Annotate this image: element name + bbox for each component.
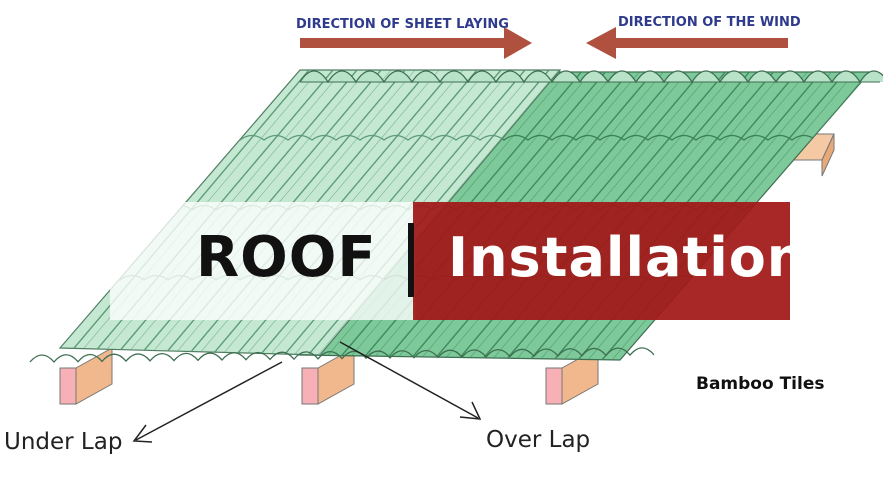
title-banner-right [413,202,790,320]
sheet-top-edge [299,70,883,84]
title-installation-word: Installation [448,226,807,289]
title-divider [408,223,414,297]
sheet-bottom-edge [29,347,655,364]
sheet-direction-label: DIRECTION OF SHEET LAYING [296,17,509,32]
batten-front-left [59,347,113,405]
over-lap-label: Over Lap [486,427,591,453]
over-lap-leader [339,341,482,420]
wind-direction-arrow [586,27,788,59]
under-lap-leader [132,361,283,443]
wind-direction-label: DIRECTION OF THE WIND [618,15,801,30]
title-banner-left [110,202,415,320]
product-name-label: Bamboo Tiles [696,374,825,394]
under-lap-label: Under Lap [4,429,123,455]
sheet-direction-arrow [300,27,532,59]
title-roof-word: ROOF [196,225,377,290]
batten-front-middle [301,347,355,405]
